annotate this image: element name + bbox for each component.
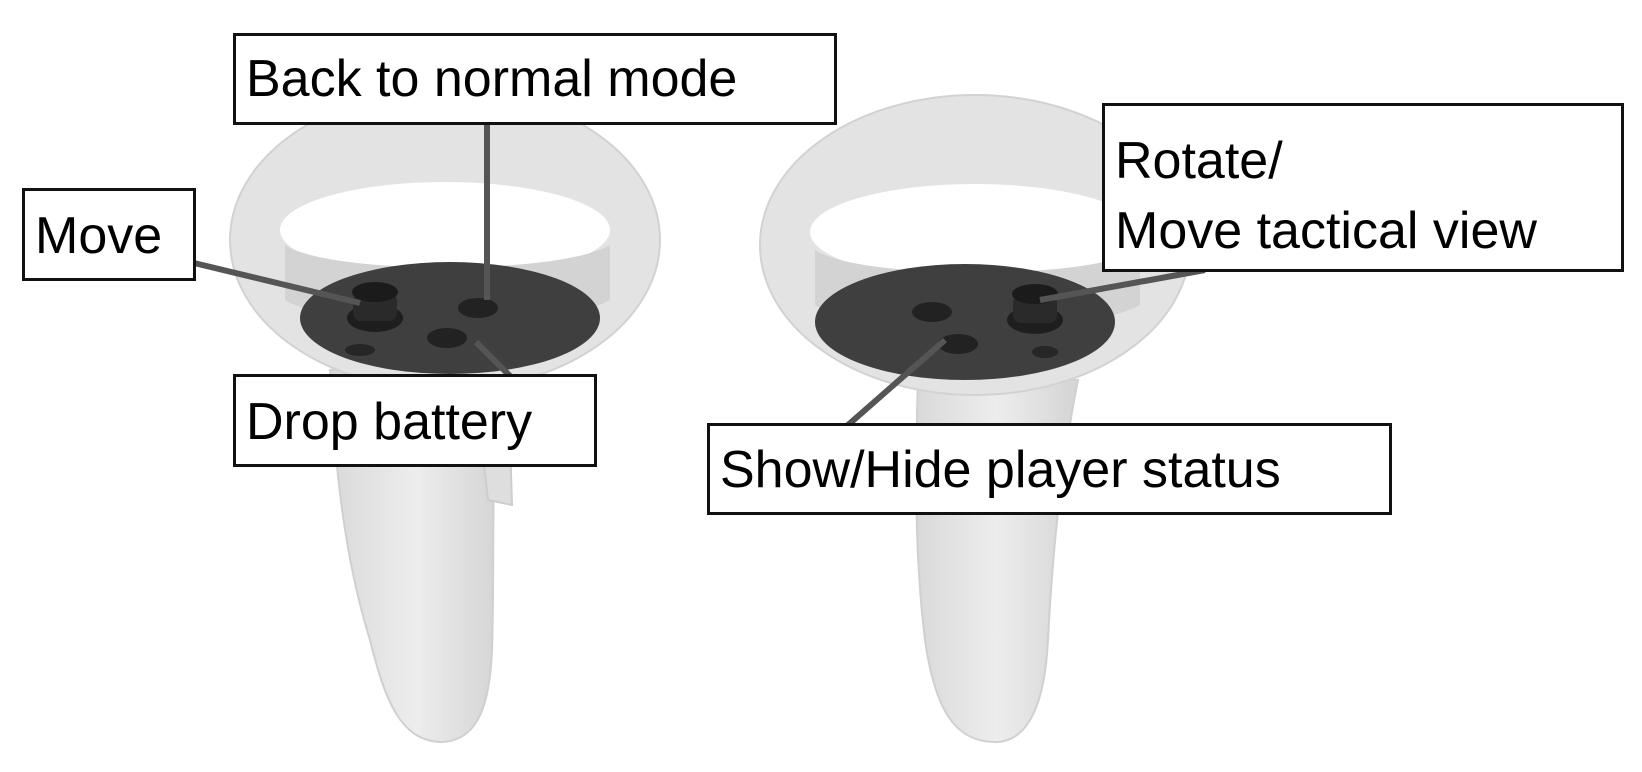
right-controller [759, 94, 1191, 744]
label-drop-battery: Drop battery [233, 374, 597, 467]
leader-drop-battery [473, 339, 513, 379]
label-move-text: Move [35, 207, 163, 265]
label-show-hide-text: Show/Hide player status [720, 441, 1281, 499]
label-rotate-line2: Move tactical view [1115, 202, 1537, 260]
left-ring-hole [280, 182, 610, 278]
left-button-lower [427, 328, 467, 348]
right-button-upper [912, 302, 952, 322]
label-back-to-normal-mode: Back to normal mode [233, 33, 837, 125]
right-thumbstick [1007, 284, 1063, 334]
left-thumbstick [347, 282, 403, 332]
right-ring-hole [810, 184, 1140, 280]
leader-rotate [1039, 267, 1206, 303]
right-face-plate [815, 264, 1115, 380]
right-oculus-button [1032, 346, 1058, 358]
label-drop-battery-text: Drop battery [246, 393, 533, 451]
left-controller [229, 89, 661, 744]
label-move: Move [22, 188, 196, 281]
left-menu-button [345, 344, 375, 356]
label-rotate-move-tactical-view: Rotate/ Move tactical view [1102, 103, 1624, 272]
label-show-hide-player-status: Show/Hide player status [707, 423, 1392, 515]
left-button-upper [458, 298, 498, 318]
label-back-to-normal-mode-text: Back to normal mode [246, 50, 738, 108]
label-rotate-line1: Rotate/ [1115, 132, 1283, 190]
leader-lines [193, 123, 1206, 435]
left-face-plate [300, 262, 600, 374]
leader-move [193, 260, 361, 306]
leader-show-hide [838, 337, 947, 435]
right-button-lower [938, 334, 978, 354]
